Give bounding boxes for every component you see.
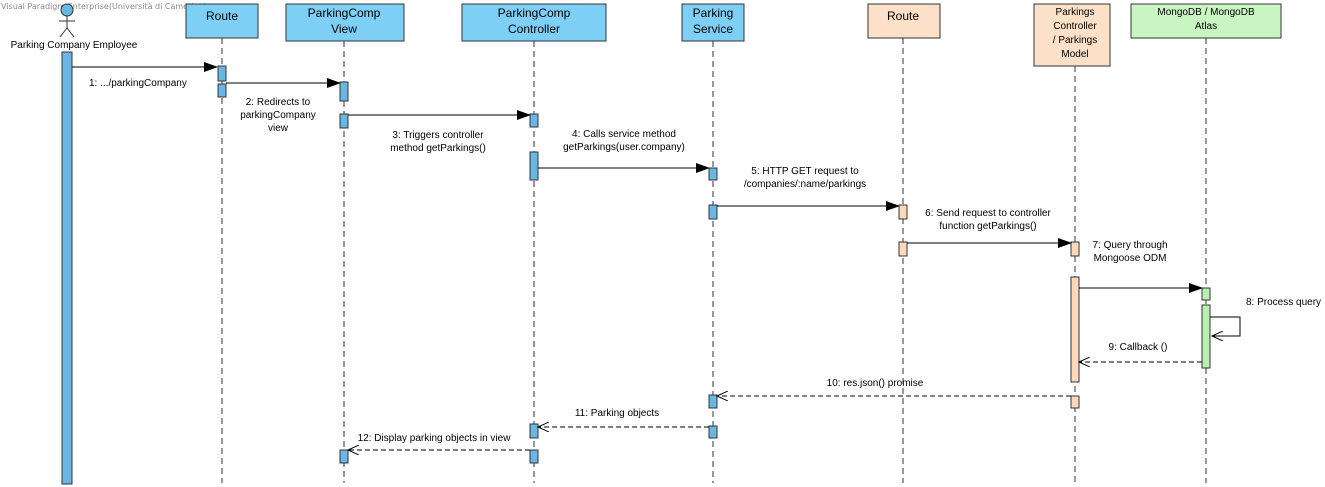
activation-bar (529, 113, 539, 128)
activation-bar (898, 204, 908, 220)
lifeline-box-service (681, 3, 745, 42)
lifeline-box-route1 (185, 3, 259, 39)
message-5-label: 5: HTTP GET request to/companies/:name/p… (744, 166, 866, 190)
activation-bar (898, 241, 908, 257)
activation-bar (708, 394, 718, 409)
lifeline-title-route1: Route (206, 9, 238, 23)
lifeline-box-view (285, 3, 405, 42)
actor-leg-left (59, 27, 68, 38)
activation-bar (1201, 287, 1211, 301)
watermark: Visual Paradigm Enterprise(Università di… (1, 2, 207, 11)
lifeline-box-model (1033, 3, 1111, 67)
message-11-label: 11: Parking objects (575, 408, 659, 419)
lifeline-box-route2 (867, 3, 941, 39)
message-8-arrow (1210, 316, 1241, 336)
activation-bar (1070, 395, 1080, 409)
actor-head (60, 3, 74, 17)
activation-bar (1070, 241, 1080, 257)
activation-bar (529, 449, 539, 464)
activation-bar (529, 151, 539, 181)
message-10-label: 10: res.json() promise (827, 378, 924, 389)
activation-bar (1070, 276, 1080, 383)
activation-bar (708, 167, 718, 181)
message-9-label: 9: Callback () (1109, 342, 1168, 353)
message-12-label: 12: Display parking objects in view (358, 433, 512, 444)
activation-bar (339, 81, 349, 102)
lifeline-title-route2: Route (887, 9, 919, 23)
activation-bar (1201, 304, 1211, 369)
activation-bar (217, 65, 227, 82)
activation-bar (339, 449, 349, 464)
activation-bar (708, 204, 718, 220)
lifeline-box-controller (461, 3, 607, 42)
actor-name: Parking Company Employee (11, 40, 138, 51)
message-1-label: 1: .../parkingCompany (89, 78, 187, 89)
actor-activation (61, 51, 73, 485)
message-8-label: 8: Process query (1246, 297, 1321, 308)
actor-leg-right (66, 27, 75, 38)
activation-bar (708, 425, 718, 439)
actor-figure (59, 3, 75, 38)
activation-bar (217, 83, 227, 98)
activation-bar (339, 113, 349, 129)
activation-bar (529, 423, 539, 439)
lifeline-box-mongo (1130, 3, 1282, 39)
